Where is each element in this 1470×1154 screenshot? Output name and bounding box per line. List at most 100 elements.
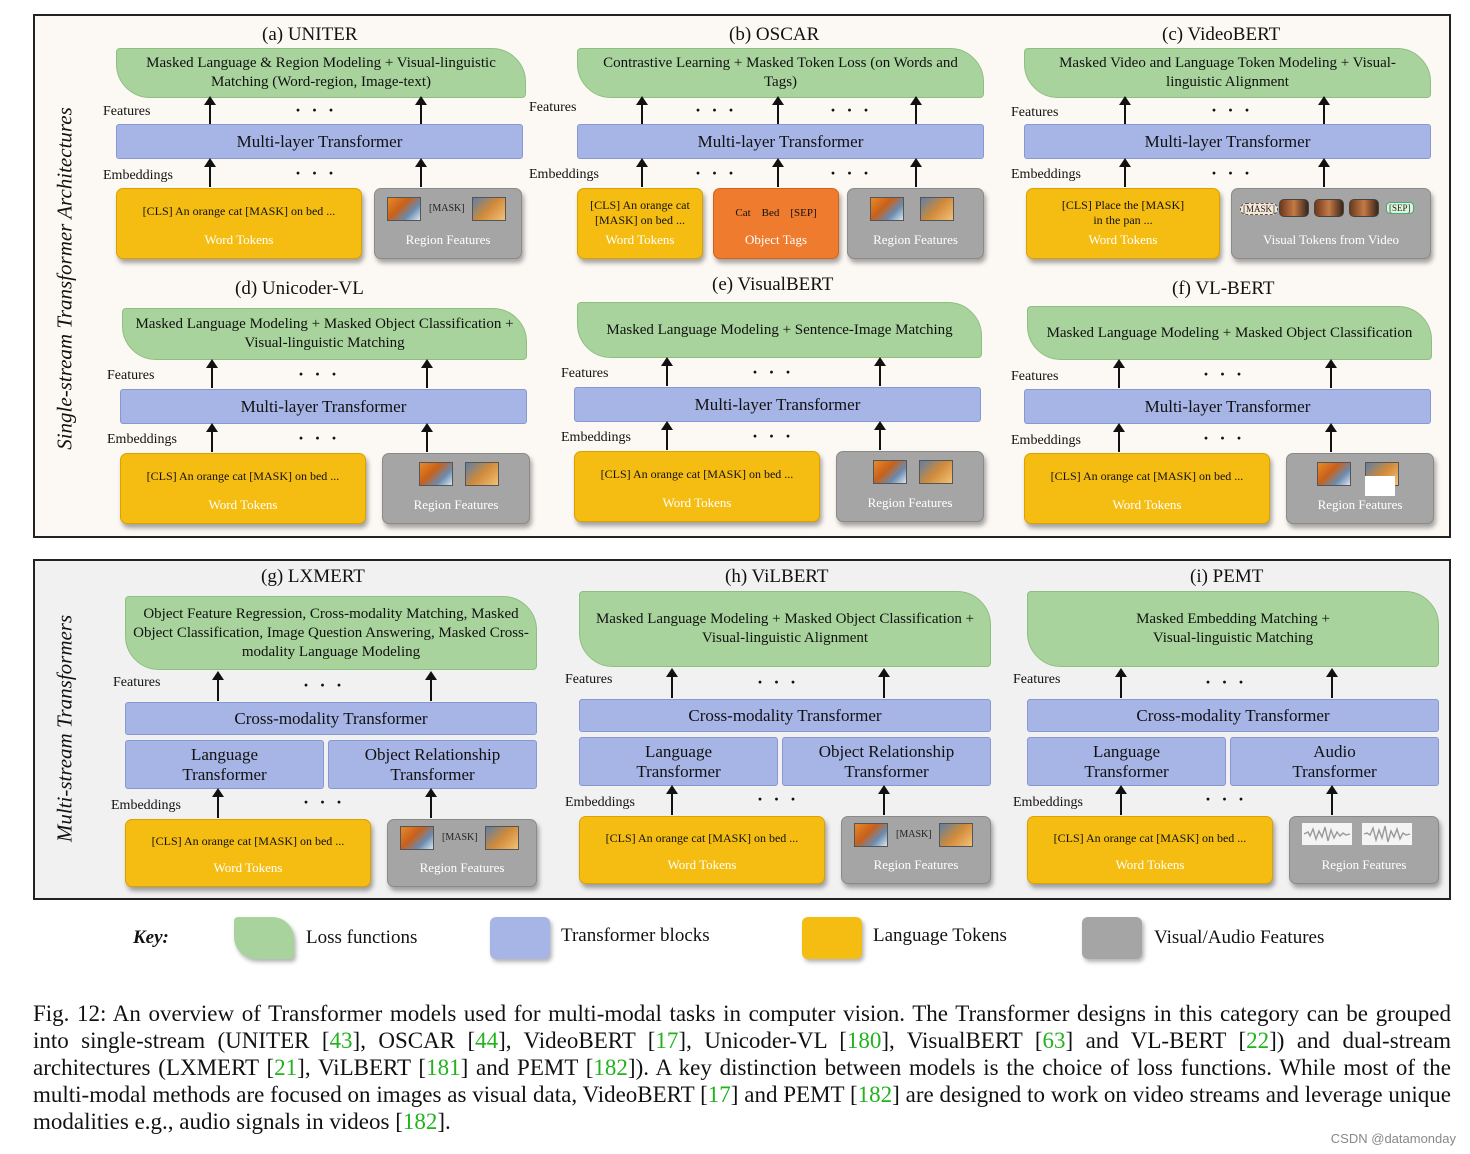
arrow — [1115, 668, 1127, 698]
dots: · · · — [1205, 789, 1248, 809]
features-label: Features — [103, 104, 151, 119]
embeddings-label: Embeddings — [1011, 433, 1081, 448]
arrow — [636, 96, 648, 124]
features-label: Features — [565, 672, 613, 687]
reference-link[interactable]: 44 — [475, 1028, 499, 1053]
word-tokens-caption: Word Tokens — [1088, 232, 1158, 247]
mask-token: [MASK] — [442, 832, 478, 843]
word-token-text: [CLS] An orange cat [MASK] on bed ... — [605, 831, 799, 845]
dots: · · · — [295, 163, 338, 183]
cat-image-icon — [919, 460, 953, 484]
watermark: CSDN @datamonday — [1330, 1131, 1456, 1146]
reference-link[interactable]: 17 — [707, 1082, 731, 1107]
region-features-caption: Region Features — [405, 232, 491, 247]
caption-text: ] and PEMT [ — [730, 1082, 858, 1107]
cat-image-icon — [870, 197, 904, 221]
panel-a-word-tokens: [CLS] An orange cat [MASK] on bed ... Wo… — [116, 188, 362, 259]
embeddings-label: Embeddings — [103, 168, 173, 183]
arrow — [772, 158, 784, 187]
arrow — [212, 788, 224, 818]
video-tokens-caption: Visual Tokens from Video — [1262, 232, 1400, 247]
key-visual-swatch — [1082, 917, 1142, 959]
single-stream-label: Single-stream Transformer Architectures — [52, 107, 77, 450]
panel-a-transformer: Multi-layer Transformer — [116, 124, 523, 159]
cat-image-icon — [419, 462, 453, 486]
region-features-caption: Region Features — [867, 495, 953, 510]
arrow — [661, 357, 673, 386]
panel-b-object-tags: Cat Bed [SEP] Object Tags — [713, 188, 839, 259]
cat-image-icon — [854, 823, 888, 847]
panel-a-title: (a) UNITER — [262, 24, 358, 45]
embeddings-label: Embeddings — [529, 167, 599, 182]
reference-link[interactable]: 182 — [857, 1082, 893, 1107]
word-tokens-caption: Word Tokens — [1115, 857, 1185, 872]
reference-link[interactable]: 181 — [426, 1055, 461, 1080]
arrow — [636, 158, 648, 187]
caption-text: ], VisualBERT [ — [881, 1028, 1043, 1053]
reference-link[interactable]: 21 — [274, 1055, 298, 1080]
panel-d-loss: Masked Language Modeling + Masked Object… — [122, 308, 527, 360]
word-token-text: [CLS] An orange cat [MASK] on bed ... — [151, 834, 345, 848]
caption-text: ]. — [437, 1109, 451, 1134]
panel-i-word-tokens: [CLS] An orange cat [MASK] on bed ... Wo… — [1027, 816, 1273, 884]
arrow — [204, 158, 216, 187]
panel-g-cross-transformer: Cross-modality Transformer — [125, 702, 537, 735]
arrow — [874, 421, 886, 450]
dots: · · · — [752, 362, 795, 382]
reference-link[interactable]: 63 — [1042, 1028, 1066, 1053]
word-tokens-caption: Word Tokens — [1112, 497, 1182, 512]
panel-f-transformer: Multi-layer Transformer — [1024, 389, 1431, 424]
dots: · · · — [1203, 364, 1246, 384]
panel-h-loss: Masked Language Modeling + Masked Object… — [579, 591, 991, 667]
word-tokens-caption: Word Tokens — [605, 232, 675, 247]
panel-b-region-features: Region Features — [847, 188, 984, 259]
dots: · · · — [298, 428, 341, 448]
arrow — [415, 158, 427, 187]
panel-c-video-tokens: [MASK] [SEP] Visual Tokens from Video — [1231, 188, 1431, 259]
panel-d-transformer: Multi-layer Transformer — [120, 389, 527, 424]
arrow — [1113, 359, 1125, 388]
arrow — [415, 96, 427, 124]
reference-link[interactable]: 182 — [402, 1109, 438, 1134]
caption-text: ] and VL-BERT [ — [1065, 1028, 1247, 1053]
panel-d-title: (d) Unicoder-VL — [235, 278, 364, 299]
audio-waveform-icon — [1302, 823, 1352, 845]
caption-text: ] are designed to work on video streams … — [33, 1082, 1452, 1134]
reference-link[interactable]: 182 — [593, 1055, 628, 1080]
cat-image-icon — [465, 462, 499, 486]
arrow — [1326, 668, 1338, 698]
panel-e-region-features: Region Features — [836, 451, 984, 522]
word-tokens-caption: Word Tokens — [213, 860, 283, 875]
dots: · · · — [695, 100, 738, 120]
arrow — [1115, 785, 1127, 815]
word-token-text: [CLS] An orange cat [MASK] on bed ... — [142, 204, 336, 218]
features-label: Features — [529, 100, 577, 115]
arrow — [661, 421, 673, 450]
dots: · · · — [1205, 672, 1248, 692]
panel-d-word-tokens: [CLS] An orange cat [MASK] on bed ... Wo… — [120, 453, 366, 524]
features-label: Features — [1013, 672, 1061, 687]
region-features-caption: Region Features — [419, 860, 505, 875]
panel-i-audio-transformer: Audio Transformer — [1230, 737, 1439, 786]
region-features-caption: Region Features — [1321, 857, 1407, 872]
embeddings-label: Embeddings — [565, 795, 635, 810]
reference-link[interactable]: 22 — [1246, 1028, 1270, 1053]
reference-link[interactable]: 17 — [655, 1028, 679, 1053]
key-transformer-swatch — [490, 917, 550, 959]
dots: · · · — [757, 672, 800, 692]
panel-e-word-tokens: [CLS] An orange cat [MASK] on bed ... Wo… — [574, 451, 820, 522]
reference-link[interactable]: 43 — [329, 1028, 353, 1053]
panel-g-loss: Object Feature Regression, Cross-modalit… — [125, 596, 537, 670]
word-token-text: [CLS] An orange cat [MASK] on bed ... — [1053, 831, 1247, 845]
region-features-caption: Region Features — [1317, 497, 1403, 512]
arrow — [910, 158, 922, 187]
object-tags-text: Cat Bed [SEP] — [735, 207, 817, 219]
features-label: Features — [1011, 105, 1059, 120]
object-tags-caption: Object Tags — [744, 232, 808, 247]
caption-text: ], OSCAR [ — [352, 1028, 476, 1053]
reference-link[interactable]: 180 — [846, 1028, 882, 1053]
panel-b-word-tokens: [CLS] An orange cat [MASK] on bed ... Wo… — [577, 188, 703, 259]
arrow — [878, 785, 890, 815]
cat-image-icon — [873, 460, 907, 484]
arrow — [666, 668, 678, 698]
